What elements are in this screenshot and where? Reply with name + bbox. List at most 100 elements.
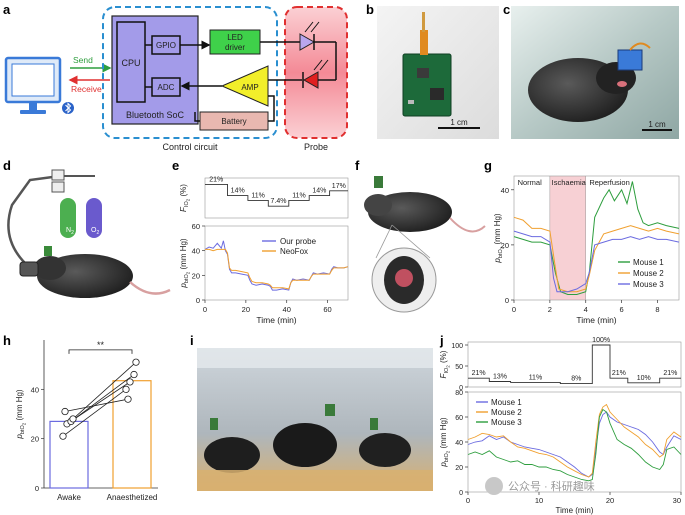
- chart-j-series-1: [467, 403, 682, 478]
- bluetooth-icon: [62, 102, 74, 114]
- chart-g-series-2: [513, 230, 680, 293]
- scale-bar-c-label: 1 cm: [648, 120, 666, 129]
- wechat-icon: [485, 477, 503, 495]
- panel-label-d: d: [3, 158, 11, 173]
- chart-h-ylabel-unit: (mm Hg): [15, 389, 24, 423]
- chart-g-xtick-label-1: 2: [548, 305, 552, 314]
- chart-h-point-anaesthetized-2: [130, 370, 138, 379]
- cpu-block: [116, 21, 146, 103]
- n2-cylinder: [60, 198, 76, 238]
- chart-e-top-ylabel-main: F: [179, 206, 188, 212]
- chart-e-ytick-label-2: 40: [192, 247, 200, 256]
- chart-g-series-1: [513, 216, 680, 293]
- chart-h-pair-line-0: [62, 389, 127, 437]
- chart-j-bottom-ytick-label-2: 40: [455, 440, 463, 447]
- chart-j-top-ylabel: FIO2 (%): [439, 350, 451, 378]
- n2-label: N2: [66, 227, 74, 236]
- chart-j-bottom-ylabel-sub: btO: [444, 453, 450, 463]
- chart-h-ylabel: pbtO2 (mm Hg): [15, 389, 27, 440]
- chart-g-legend-label-1: Mouse 2: [633, 269, 664, 278]
- panel-c: c 1 cm: [503, 2, 679, 139]
- chart-h-category-label-0: Awake: [57, 493, 81, 502]
- chart-h-point-awake-0: [59, 432, 67, 440]
- chart-g-ytick-label-1: 20: [501, 241, 509, 250]
- panel-e: e 21%14%11%7.4%11%14%17%FIO2 (%)02040600…: [172, 158, 349, 325]
- chart-e-xtick-label-3: 60: [323, 305, 331, 314]
- chart-j-step-label-4: 100%: [592, 337, 610, 344]
- chart-h-ylabel-main: p: [15, 434, 24, 440]
- led-driver-label-1: LED: [227, 33, 243, 42]
- chart-g-ylabel-main: p: [493, 258, 502, 264]
- chart-h-significance-bracket: [68, 349, 133, 354]
- chart-e-bottom-ylabel-main: p: [179, 283, 188, 289]
- chart-e-legend-label-1: NeoFox: [280, 247, 308, 256]
- send-label: Send: [73, 55, 93, 65]
- chart-h-bar-1: [112, 380, 152, 489]
- chart-j-xtick-label-0: 0: [466, 496, 470, 505]
- panel-b: b 1 cm: [366, 2, 499, 139]
- chart-j-step-label-5: 21%: [612, 370, 626, 377]
- chart-j-top-ylabel-sub2: 2: [446, 365, 451, 368]
- chart-j-top-ytick-label-0: 0: [459, 385, 463, 392]
- chart-g-ytick-label-2: 40: [501, 186, 509, 195]
- control-circuit-boundary: [102, 6, 278, 139]
- chart-e-bottom-ylabel-sub2: 2: [186, 271, 191, 274]
- panel-label-c: c: [503, 2, 510, 17]
- chart-h-ytick-label-1: 20: [31, 435, 39, 444]
- panel-label-j: j: [439, 333, 444, 348]
- chart-e-top-frame: [204, 177, 349, 219]
- chart-g-legend-label-0: Mouse 1: [633, 258, 664, 267]
- probe-label: Probe: [304, 142, 328, 152]
- amp-triangle: [220, 65, 269, 107]
- chart-j-bottom-ylabel: pbtO2 (mm Hg): [439, 417, 451, 468]
- bluetooth-soc-block: [111, 15, 199, 125]
- panel-label-f: f: [355, 158, 360, 173]
- chart-e-step-label-6: 17%: [332, 183, 346, 190]
- chart-e-step-label-1: 14%: [231, 188, 245, 195]
- chart-e-step-label-4: 11%: [292, 192, 306, 199]
- chart-g-xlabel: Time (min): [576, 315, 616, 325]
- chart-e-top-ylabel: FIO2 (%): [179, 184, 191, 212]
- chart-j-legend-label-2: Mouse 3: [491, 418, 522, 427]
- chart-j-bottom-ytick-label-1: 20: [455, 465, 463, 472]
- chart-e-bottom-frame: [204, 225, 349, 301]
- chart-h-pair-line-4: [64, 398, 129, 412]
- amp-label: AMP: [241, 83, 258, 92]
- chart-h-ylabel-sub2: 2: [22, 422, 27, 425]
- chart-h-point-anaesthetized-4: [124, 395, 132, 403]
- o2-label: O2: [91, 227, 99, 236]
- chart-g-xtick-label-0: 0: [512, 305, 516, 314]
- chart-e-step-label-2: 11%: [251, 192, 265, 199]
- chart-j-bottom-ylabel-main: p: [439, 462, 448, 468]
- computer-monitor-icon: [4, 56, 62, 114]
- chart-g-legend-label-2: Mouse 3: [633, 280, 664, 289]
- chart-h-category-label-1: Anaesthetized: [107, 493, 158, 502]
- probe-boundary: [284, 6, 348, 139]
- panel-label-h: h: [3, 333, 11, 348]
- chart-g-ischaemia-shade: [549, 176, 586, 300]
- chart-j-bottom-ylabel-unit: (mm Hg): [439, 417, 448, 451]
- chart-e-series-1: [205, 248, 349, 290]
- chart-j-fio2-step-line: [468, 344, 681, 385]
- chart-e-step-label-5: 14%: [312, 188, 326, 195]
- chart-j-step-label-7: 21%: [663, 370, 677, 377]
- chart-g-ylabel-unit: (mm Hg): [493, 213, 502, 247]
- chart-g-phase-label-2: Reperfusion: [589, 178, 629, 187]
- chart-e-xlabel: Time (min): [256, 315, 296, 325]
- chart-h-ytick-label-0: 0: [35, 484, 39, 493]
- chart-h-ytick-label-2: 40: [31, 385, 39, 394]
- chart-h-pair-line-3: [72, 361, 137, 420]
- chart-h-pair-line-2: [70, 374, 135, 422]
- chart-j-top-frame: [467, 341, 682, 388]
- chart-h-point-anaesthetized-3: [132, 358, 140, 366]
- chart-j-legend-label-0: Mouse 1: [491, 398, 522, 407]
- chart-j-top-ytick-label-2: 100: [451, 343, 463, 350]
- chart-e-xtick-label-0: 0: [203, 305, 207, 314]
- chart-j-bottom-ytick-label-3: 60: [455, 415, 463, 422]
